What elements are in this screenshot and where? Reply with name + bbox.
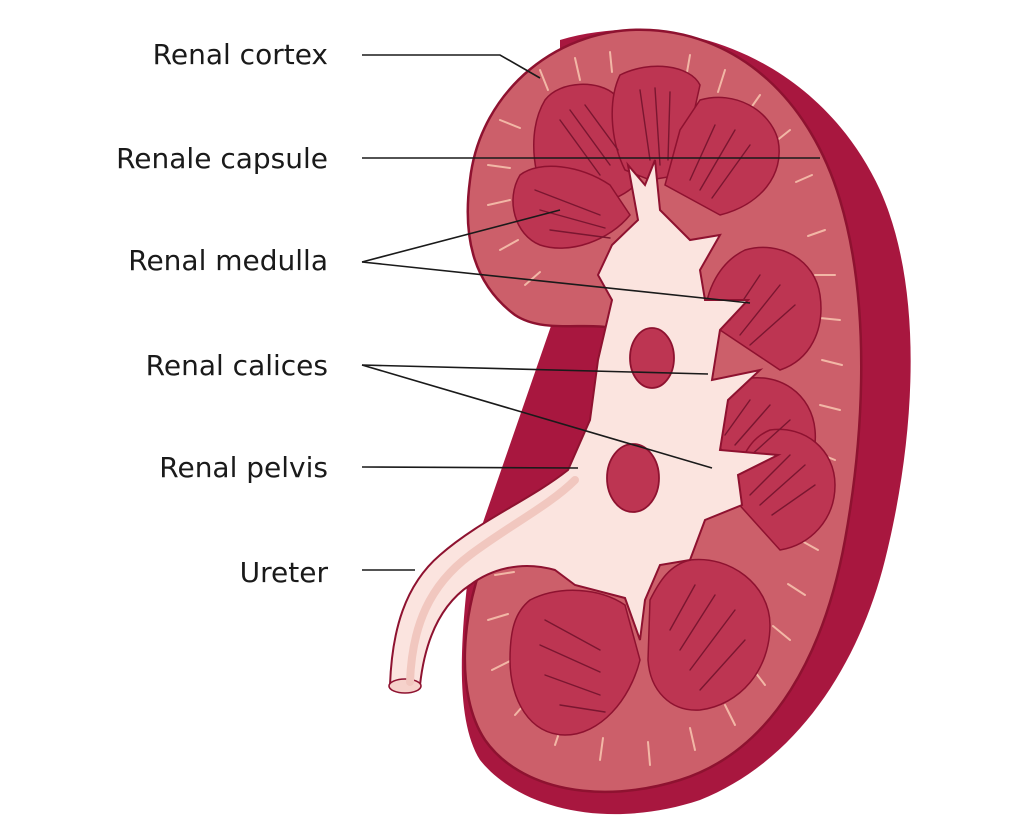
medulla-striations [534, 87, 816, 713]
leader-renal-calices-upper [361, 364, 709, 375]
leader-renal-pelvis [361, 466, 579, 469]
ureter-shading [406, 476, 579, 686]
label-renal-medulla: Renal medulla [128, 244, 328, 277]
leader-renal-medulla-upper [361, 209, 561, 263]
renal-medulla-pyramids [509, 65, 836, 736]
papilla-lower [606, 443, 660, 513]
leader-renal-cortex [362, 54, 541, 79]
papilla-upper [629, 327, 675, 389]
ureter-tip [388, 678, 422, 694]
label-renal-cortex: Renal cortex [153, 38, 328, 71]
label-ureter: Ureter [240, 556, 329, 589]
leader-renal-calices-lower [361, 364, 713, 469]
leader-renal-medulla-lower [361, 261, 751, 304]
label-renal-pelvis: Renal pelvis [159, 451, 328, 484]
label-renal-calices: Renal calices [146, 349, 328, 382]
label-renal-capsule: Renale capsule [116, 142, 328, 175]
renal-pelvis-calices [388, 159, 782, 686]
